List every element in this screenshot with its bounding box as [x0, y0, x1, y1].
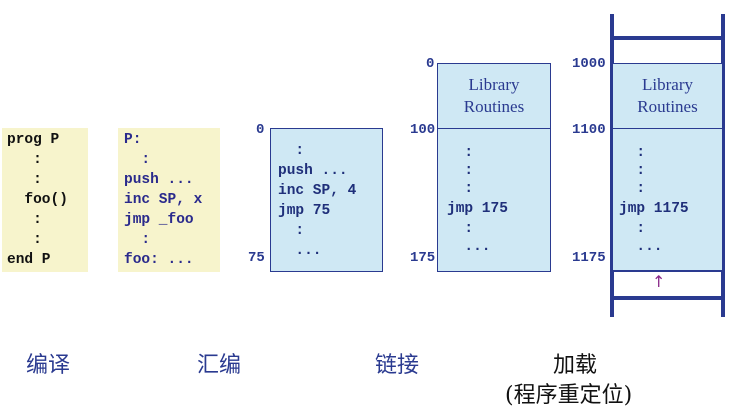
- source-line: :: [7, 212, 42, 228]
- object-module-box: : push ... inc SP, 4 jmp 75 : ...: [270, 128, 383, 272]
- loaded-line: :: [619, 181, 646, 197]
- assembly-line: :: [124, 232, 151, 248]
- linked-library-box: Library Routines: [437, 63, 551, 130]
- label-link: 链接: [375, 353, 420, 378]
- linked-code-box: : : : jmp 175 : ...: [437, 128, 551, 272]
- assembly-line: foo: ...: [124, 252, 194, 268]
- linked-line: :: [447, 145, 474, 161]
- object-addr-start: 0: [256, 122, 265, 138]
- loaded-line: :: [619, 221, 646, 237]
- object-addr-end: 75: [248, 250, 265, 266]
- loaded-line: jmp 1175: [619, 201, 689, 217]
- assembly-line: inc SP, x: [124, 192, 203, 208]
- linked-library-label: Library Routines: [438, 74, 550, 118]
- object-line: inc SP, 4: [278, 183, 357, 199]
- assembly-line: push ...: [124, 172, 194, 188]
- loaded-line: :: [619, 145, 646, 161]
- loaded-addr-end: 1175: [572, 250, 606, 266]
- loaded-library-label: Library Routines: [613, 74, 722, 118]
- linked-addr-mid: 100: [410, 122, 436, 138]
- object-line: :: [278, 223, 305, 239]
- label-load: 加载: [553, 353, 598, 378]
- linked-line: :: [447, 221, 474, 237]
- source-line: end P: [7, 252, 51, 268]
- linked-addr-end: 175: [410, 250, 436, 266]
- object-line: ...: [278, 243, 322, 259]
- linked-line: ...: [447, 239, 491, 255]
- memory-right-rail: [721, 14, 725, 317]
- source-line: prog P: [7, 132, 60, 148]
- stack-growth-arrow-icon: ↑: [652, 272, 666, 291]
- linked-line: :: [447, 163, 474, 179]
- memory-free-line: [610, 270, 725, 272]
- loaded-addr-top: 1000: [572, 56, 606, 72]
- linked-library-label-text: Library Routines: [463, 75, 525, 116]
- assembly-line: jmp _foo: [124, 212, 194, 228]
- assembly-line: P:: [124, 132, 142, 148]
- object-line: push ...: [278, 163, 348, 179]
- loaded-library-box: Library Routines: [612, 63, 723, 130]
- loaded-library-label-text: Library Routines: [637, 75, 698, 116]
- source-line: :: [7, 152, 42, 168]
- label-assemble: 汇编: [197, 353, 242, 378]
- loaded-line: ...: [619, 239, 663, 255]
- object-line: :: [278, 143, 305, 159]
- source-program-box: prog P : : foo() : : end P: [2, 128, 88, 272]
- label-load-subtitle: (程序重定位): [505, 383, 633, 408]
- loaded-code-box: : : : jmp 1175 : ...: [612, 128, 723, 272]
- source-line: :: [7, 172, 42, 188]
- memory-bottom-bar: [610, 296, 725, 300]
- memory-top-bar: [610, 36, 725, 40]
- assembly-box: P: : push ... inc SP, x jmp _foo : foo: …: [118, 128, 220, 272]
- loaded-line: :: [619, 163, 646, 179]
- linked-addr-top: 0: [426, 56, 435, 72]
- loaded-addr-mid: 1100: [572, 122, 606, 138]
- source-line: foo(): [7, 192, 68, 208]
- assembly-line: :: [124, 152, 151, 168]
- label-compile: 编译: [26, 353, 71, 378]
- linked-line: :: [447, 181, 474, 197]
- object-line: jmp 75: [278, 203, 331, 219]
- source-line: :: [7, 232, 42, 248]
- linked-line: jmp 175: [447, 201, 508, 217]
